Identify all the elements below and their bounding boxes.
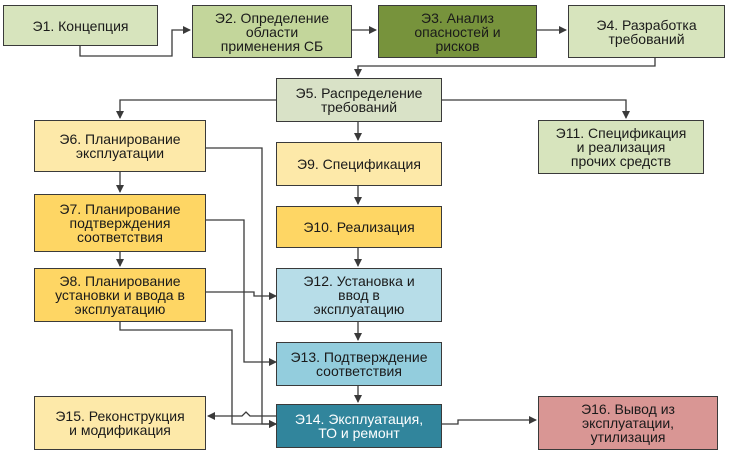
node-e14-label: Э14. Эксплуатация, ТО и ремонт (294, 411, 424, 441)
node-e2-label: Э2. Определение области применения СБ (214, 9, 330, 54)
node-e15[interactable]: Э15. Реконструкция и модификация (34, 396, 206, 450)
node-e7-label: Э7. Планирование подтверждения соответст… (59, 201, 181, 245)
node-e4[interactable]: Э4. Разработка требований (568, 5, 725, 58)
node-e3-label: Э3. Анализ опасностей и рисков (414, 9, 501, 54)
node-e9-label: Э9. Спецификация (297, 156, 421, 172)
node-e1-label: Э1. Концепция (32, 17, 129, 34)
arrow-e6-e14 (206, 147, 277, 428)
node-e9[interactable]: Э9. Спецификация (276, 142, 442, 186)
node-e8-label: Э8. Планирование установки и ввода в экс… (55, 273, 185, 317)
node-e3[interactable]: Э3. Анализ опасностей и рисков (378, 5, 537, 58)
node-e5[interactable]: Э5. Распределение требований (276, 78, 442, 122)
arrow-e1-e2 (79, 26, 191, 57)
node-e13-label: Э13. Подтверждение соответствия (290, 349, 428, 379)
arrow-e4-e5 (354, 58, 656, 77)
arrow-e14-e15 (207, 411, 276, 420)
node-e10[interactable]: Э10. Реализация (276, 206, 442, 248)
node-e2[interactable]: Э2. Определение области применения СБ (192, 5, 352, 58)
node-e12[interactable]: Э12. Установка и ввод в эксплуатацию (276, 268, 442, 322)
node-e10-label: Э10. Реализация (303, 219, 415, 235)
arrow-e5-e11 (442, 99, 630, 119)
node-e11[interactable]: Э11. Спецификация и реализация прочих ср… (538, 120, 704, 174)
node-e5-label: Э5. Распределение требований (295, 85, 423, 115)
arrow-e8-e12 (206, 291, 277, 300)
node-e16[interactable]: Э16. Вывод из эксплуатации, утилизация (538, 396, 718, 450)
node-e12-label: Э12. Установка и ввод в эксплуатацию (303, 273, 415, 317)
node-e14[interactable]: Э14. Эксплуатация, ТО и ремонт (276, 404, 442, 448)
node-e4-label: Э4. Разработка требований (596, 16, 697, 47)
node-e13[interactable]: Э13. Подтверждение соответствия (276, 342, 442, 386)
arrow-e7-e13 (206, 219, 277, 366)
node-e15-label: Э15. Реконструкция и модификация (55, 408, 185, 438)
node-e11-label: Э11. Спецификация и реализация прочих ср… (555, 125, 687, 169)
node-e8[interactable]: Э8. Планирование установки и ввода в экс… (34, 268, 206, 322)
node-e6[interactable]: Э6. Планирование эксплуатации (34, 120, 206, 172)
node-e1[interactable]: Э1. Концепция (3, 5, 158, 46)
arrow-e5-e6 (116, 99, 276, 119)
arrow-e14-e16 (442, 416, 537, 425)
arrow-e8-e14 (119, 322, 277, 428)
node-e6-label: Э6. Планирование эксплуатации (59, 131, 181, 161)
node-e16-label: Э16. Вывод из эксплуатации, утилизация (581, 401, 675, 445)
node-e7[interactable]: Э7. Планирование подтверждения соответст… (34, 194, 206, 252)
